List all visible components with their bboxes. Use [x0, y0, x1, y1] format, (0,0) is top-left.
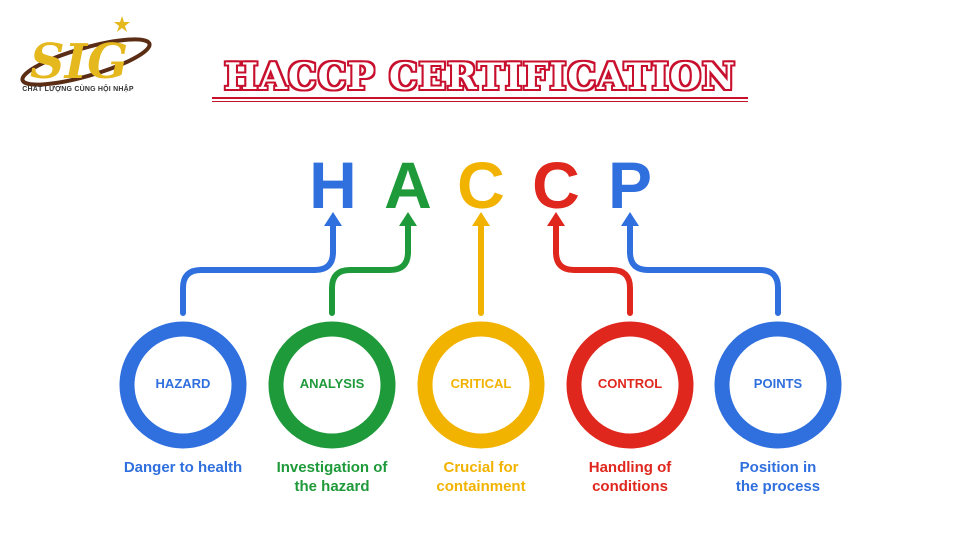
sig-logo: SIG: [14, 12, 154, 98]
description-control: Handling of conditions: [555, 458, 705, 496]
circle-control: [566, 321, 694, 449]
arrow-head-icon: [621, 212, 639, 226]
description-line: Crucial for: [443, 459, 519, 476]
page-title: HACCP CERTIFICATION: [224, 56, 736, 98]
description-line: Position in: [739, 459, 817, 476]
svg-text:SIG: SIG: [30, 34, 128, 90]
circle-critical: [417, 321, 545, 449]
title-underline-thin: [212, 101, 748, 102]
title-underline: [212, 97, 748, 99]
description-line: the process: [735, 478, 821, 495]
arrow-head-icon: [547, 212, 565, 226]
letter-h: H: [309, 148, 357, 222]
ring: [119, 321, 247, 449]
connector-hazard: [180, 212, 342, 316]
circle-hazard: [119, 321, 247, 449]
description-hazard: Danger to health: [108, 458, 258, 477]
description-points: Position in the process: [703, 458, 853, 496]
circle-label: HAZARD: [155, 376, 211, 391]
circle-label: CONTROL: [597, 376, 663, 391]
logo-tagline: CHẤT LƯỢNG CÙNG HỘI NHẬP: [22, 86, 134, 93]
arrow-head-icon: [399, 212, 417, 226]
connector-line: [329, 219, 411, 316]
ring: [417, 321, 545, 449]
letter-c: C: [457, 148, 505, 222]
letter-c: C: [532, 148, 580, 222]
circle-label: ANALYSIS: [299, 376, 365, 391]
connector-line: [180, 219, 336, 316]
ring: [714, 321, 842, 449]
circle-points: [714, 321, 842, 449]
description-line: conditions: [592, 478, 668, 495]
ring: [268, 321, 396, 449]
letter-a: A: [384, 148, 432, 222]
connector-points: [621, 212, 781, 316]
description-line: Danger to health: [123, 459, 243, 476]
connector-analysis: [329, 212, 417, 316]
description-line: Handling of: [588, 459, 672, 476]
connector-line: [553, 219, 633, 316]
arrow-head-icon: [472, 212, 490, 226]
circle-label: CRITICAL: [450, 376, 512, 391]
letter-p: P: [607, 148, 653, 222]
description-line: Investigation of: [276, 459, 388, 476]
circle-label: POINTS: [753, 376, 803, 391]
connector-control: [547, 212, 633, 316]
description-line: the hazard: [294, 478, 370, 495]
connector-critical: [472, 212, 490, 316]
ring: [566, 321, 694, 449]
arrow-head-icon: [324, 212, 342, 226]
circle-analysis: [268, 321, 396, 449]
description-critical: Crucial for containment: [406, 458, 556, 496]
description-analysis: Investigation of the hazard: [257, 458, 407, 496]
connector-line: [627, 219, 781, 316]
description-line: containment: [436, 478, 526, 495]
